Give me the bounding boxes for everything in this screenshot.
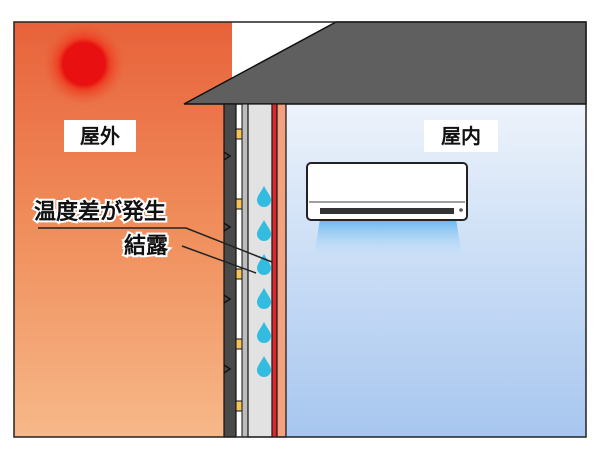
wall-siding-joints xyxy=(223,151,232,374)
sun-icon xyxy=(42,22,126,106)
indoor-label: 屋内 xyxy=(441,124,481,148)
water-drop-icon xyxy=(257,220,271,241)
wall-furring xyxy=(235,128,243,412)
water-drop-icon xyxy=(257,356,271,377)
water-drop-icon xyxy=(257,288,271,309)
leader-line-condensation xyxy=(181,245,257,274)
ac-body xyxy=(306,162,468,221)
wall-inner-board xyxy=(276,103,287,438)
diagram-frame xyxy=(13,21,587,438)
ac-vent xyxy=(320,208,454,214)
outdoor-label-box xyxy=(64,120,136,152)
wall-vapor-layer xyxy=(271,103,278,438)
condensation-label: 結露 xyxy=(124,233,169,259)
ac-airflow xyxy=(314,219,462,256)
water-drop-icon xyxy=(257,254,271,275)
temperature-difference-label: 温度差が発生 xyxy=(34,199,166,225)
outdoor-label: 屋外 xyxy=(80,124,120,148)
leader-line-temperature xyxy=(38,227,273,263)
ac-indicator xyxy=(459,208,463,212)
water-drop-icon xyxy=(257,186,271,207)
water-drop-icon xyxy=(257,322,271,343)
air-conditioner-icon xyxy=(306,162,468,256)
outdoor-background xyxy=(14,22,232,437)
indoor-background xyxy=(286,104,586,437)
water-drops xyxy=(257,186,271,377)
indoor-label-box xyxy=(424,120,498,152)
